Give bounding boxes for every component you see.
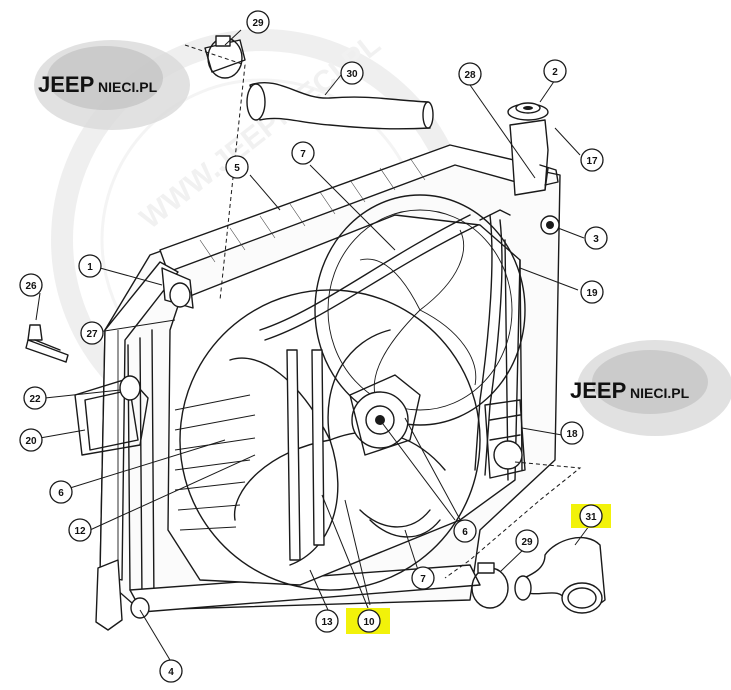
upper-radiator-hose [204, 35, 434, 130]
callout-29-top: 29 [246, 10, 270, 34]
svg-text:6: 6 [58, 488, 64, 499]
svg-text:1: 1 [87, 262, 93, 273]
callout-28: 28 [458, 62, 482, 86]
callout-12: 12 [68, 518, 92, 542]
svg-text:30: 30 [346, 69, 358, 80]
svg-text:6: 6 [462, 527, 468, 538]
logo-suffix-text-2: NIECI.PL [630, 385, 690, 401]
callout-20: 20 [19, 428, 43, 452]
callout-19: 19 [580, 280, 604, 304]
callout-29-bottom: 29 [515, 529, 539, 553]
callout-6-left: 6 [49, 480, 73, 504]
svg-text:5: 5 [234, 163, 240, 174]
callout-4: 4 [159, 659, 183, 683]
svg-text:29: 29 [521, 537, 533, 548]
watermark-logo-top: JEEP NIECI.PL [34, 40, 190, 130]
bottom-mount [95, 559, 150, 631]
svg-text:26: 26 [25, 281, 37, 292]
callout-3: 3 [584, 226, 608, 250]
callout-10: 10 [357, 609, 381, 633]
callout-22: 22 [23, 386, 47, 410]
svg-text:3: 3 [593, 234, 599, 245]
callout-17: 17 [580, 148, 604, 172]
radiator-assembly [99, 144, 561, 613]
svg-text:7: 7 [300, 149, 306, 160]
upper-hose-dashed-outline [184, 44, 246, 301]
leader-lines [35, 29, 593, 661]
coolant-filler-neck [507, 102, 560, 235]
svg-text:27: 27 [86, 329, 98, 340]
callout-5: 5 [225, 155, 249, 179]
logo-main-text-2: JEEP [570, 378, 626, 403]
svg-text:19: 19 [586, 288, 598, 299]
svg-text:4: 4 [168, 667, 174, 678]
svg-text:22: 22 [29, 394, 41, 405]
lower-radiator-hose [471, 536, 606, 614]
watermark-logo-right: JEEP NIECI.PL [570, 340, 731, 436]
logo-suffix-text: NIECI.PL [98, 79, 158, 95]
callout-18: 18 [560, 421, 584, 445]
svg-text:28: 28 [464, 70, 476, 81]
callout-30: 30 [340, 61, 364, 85]
mounting-bracket [25, 324, 149, 456]
svg-text:31: 31 [585, 512, 597, 523]
svg-text:18: 18 [566, 429, 578, 440]
callout-2: 2 [543, 59, 567, 83]
svg-text:12: 12 [74, 526, 86, 537]
lower-hose-dashed-outline [444, 461, 582, 579]
svg-text:20: 20 [25, 436, 37, 447]
svg-text:13: 13 [321, 617, 333, 628]
svg-text:29: 29 [252, 18, 264, 29]
callout-26: 26 [19, 273, 43, 297]
callout-1: 1 [78, 254, 102, 278]
callout-7-bottom: 7 [411, 566, 435, 590]
logo-main-text: JEEP [38, 72, 94, 97]
svg-text:17: 17 [586, 156, 598, 167]
callout-13: 13 [315, 609, 339, 633]
svg-text:2: 2 [552, 67, 558, 78]
callout-6-right: 6 [453, 519, 477, 543]
svg-text:10: 10 [363, 617, 375, 628]
svg-text:7: 7 [420, 574, 426, 585]
callout-7-top: 7 [291, 141, 315, 165]
callout-31: 31 [579, 504, 603, 528]
callout-27: 27 [80, 321, 104, 345]
